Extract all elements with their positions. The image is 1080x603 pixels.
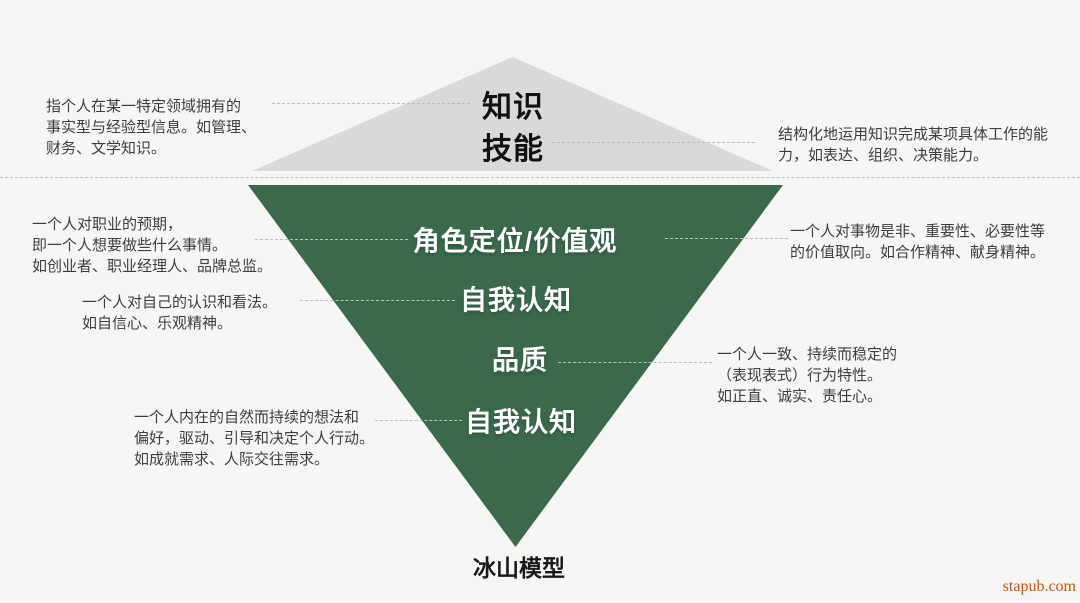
annotation-self-image: 一个人对自己的认识和看法。 如自信心、乐观精神。 <box>82 294 278 332</box>
layer-label-skill: 技能 <box>482 133 544 166</box>
leader-line-skill <box>552 142 755 143</box>
watermark-text: stapub.com <box>1002 578 1076 595</box>
annotation-knowledge: 指个人在某一特定领域拥有的 事实型与经验型信息。如管理、 财务、文学知识。 <box>46 98 257 157</box>
layer-label-quality: 品质 <box>492 345 548 376</box>
annotation-values: 一个人对事物是非、重要性、必要性等 的价值取向。如合作精神、献身精神。 <box>790 223 1046 261</box>
layer-label-self-cognition-2: 自我认知 <box>465 407 577 438</box>
leader-line-values-right <box>665 238 788 239</box>
diagram-title: 冰山模型 <box>473 555 565 581</box>
leader-line-motive-left <box>375 420 462 421</box>
annotation-motive: 一个人内在的自然而持续的想法和 偏好，驱动、引导和决定个人行动。 如成就需求、人… <box>134 409 375 468</box>
annotation-skill: 结构化地运用知识完成某项具体工作的能 力，如表达、组织、决策能力。 <box>778 126 1049 164</box>
layer-label-role-values: 角色定位/价值观 <box>412 226 618 257</box>
leader-line-traits-right <box>558 362 712 363</box>
layer-label-knowledge: 知识 <box>482 91 544 124</box>
annotation-traits: 一个人一致、持续而稳定的 （表现表式）行为特性。 如正直、诚实、责任心。 <box>717 346 898 405</box>
layer-label-self-cognition: 自我认知 <box>460 285 572 316</box>
leader-line-knowledge <box>272 103 470 104</box>
waterline-divider <box>0 177 1080 178</box>
annotation-role-expectation: 一个人对职业的预期， 即一个人想要做些什么事情。 如创业者、职业经理人、品牌总监… <box>32 216 273 275</box>
leader-line-selfimage-left <box>300 300 455 301</box>
leader-line-role-left <box>255 239 408 240</box>
